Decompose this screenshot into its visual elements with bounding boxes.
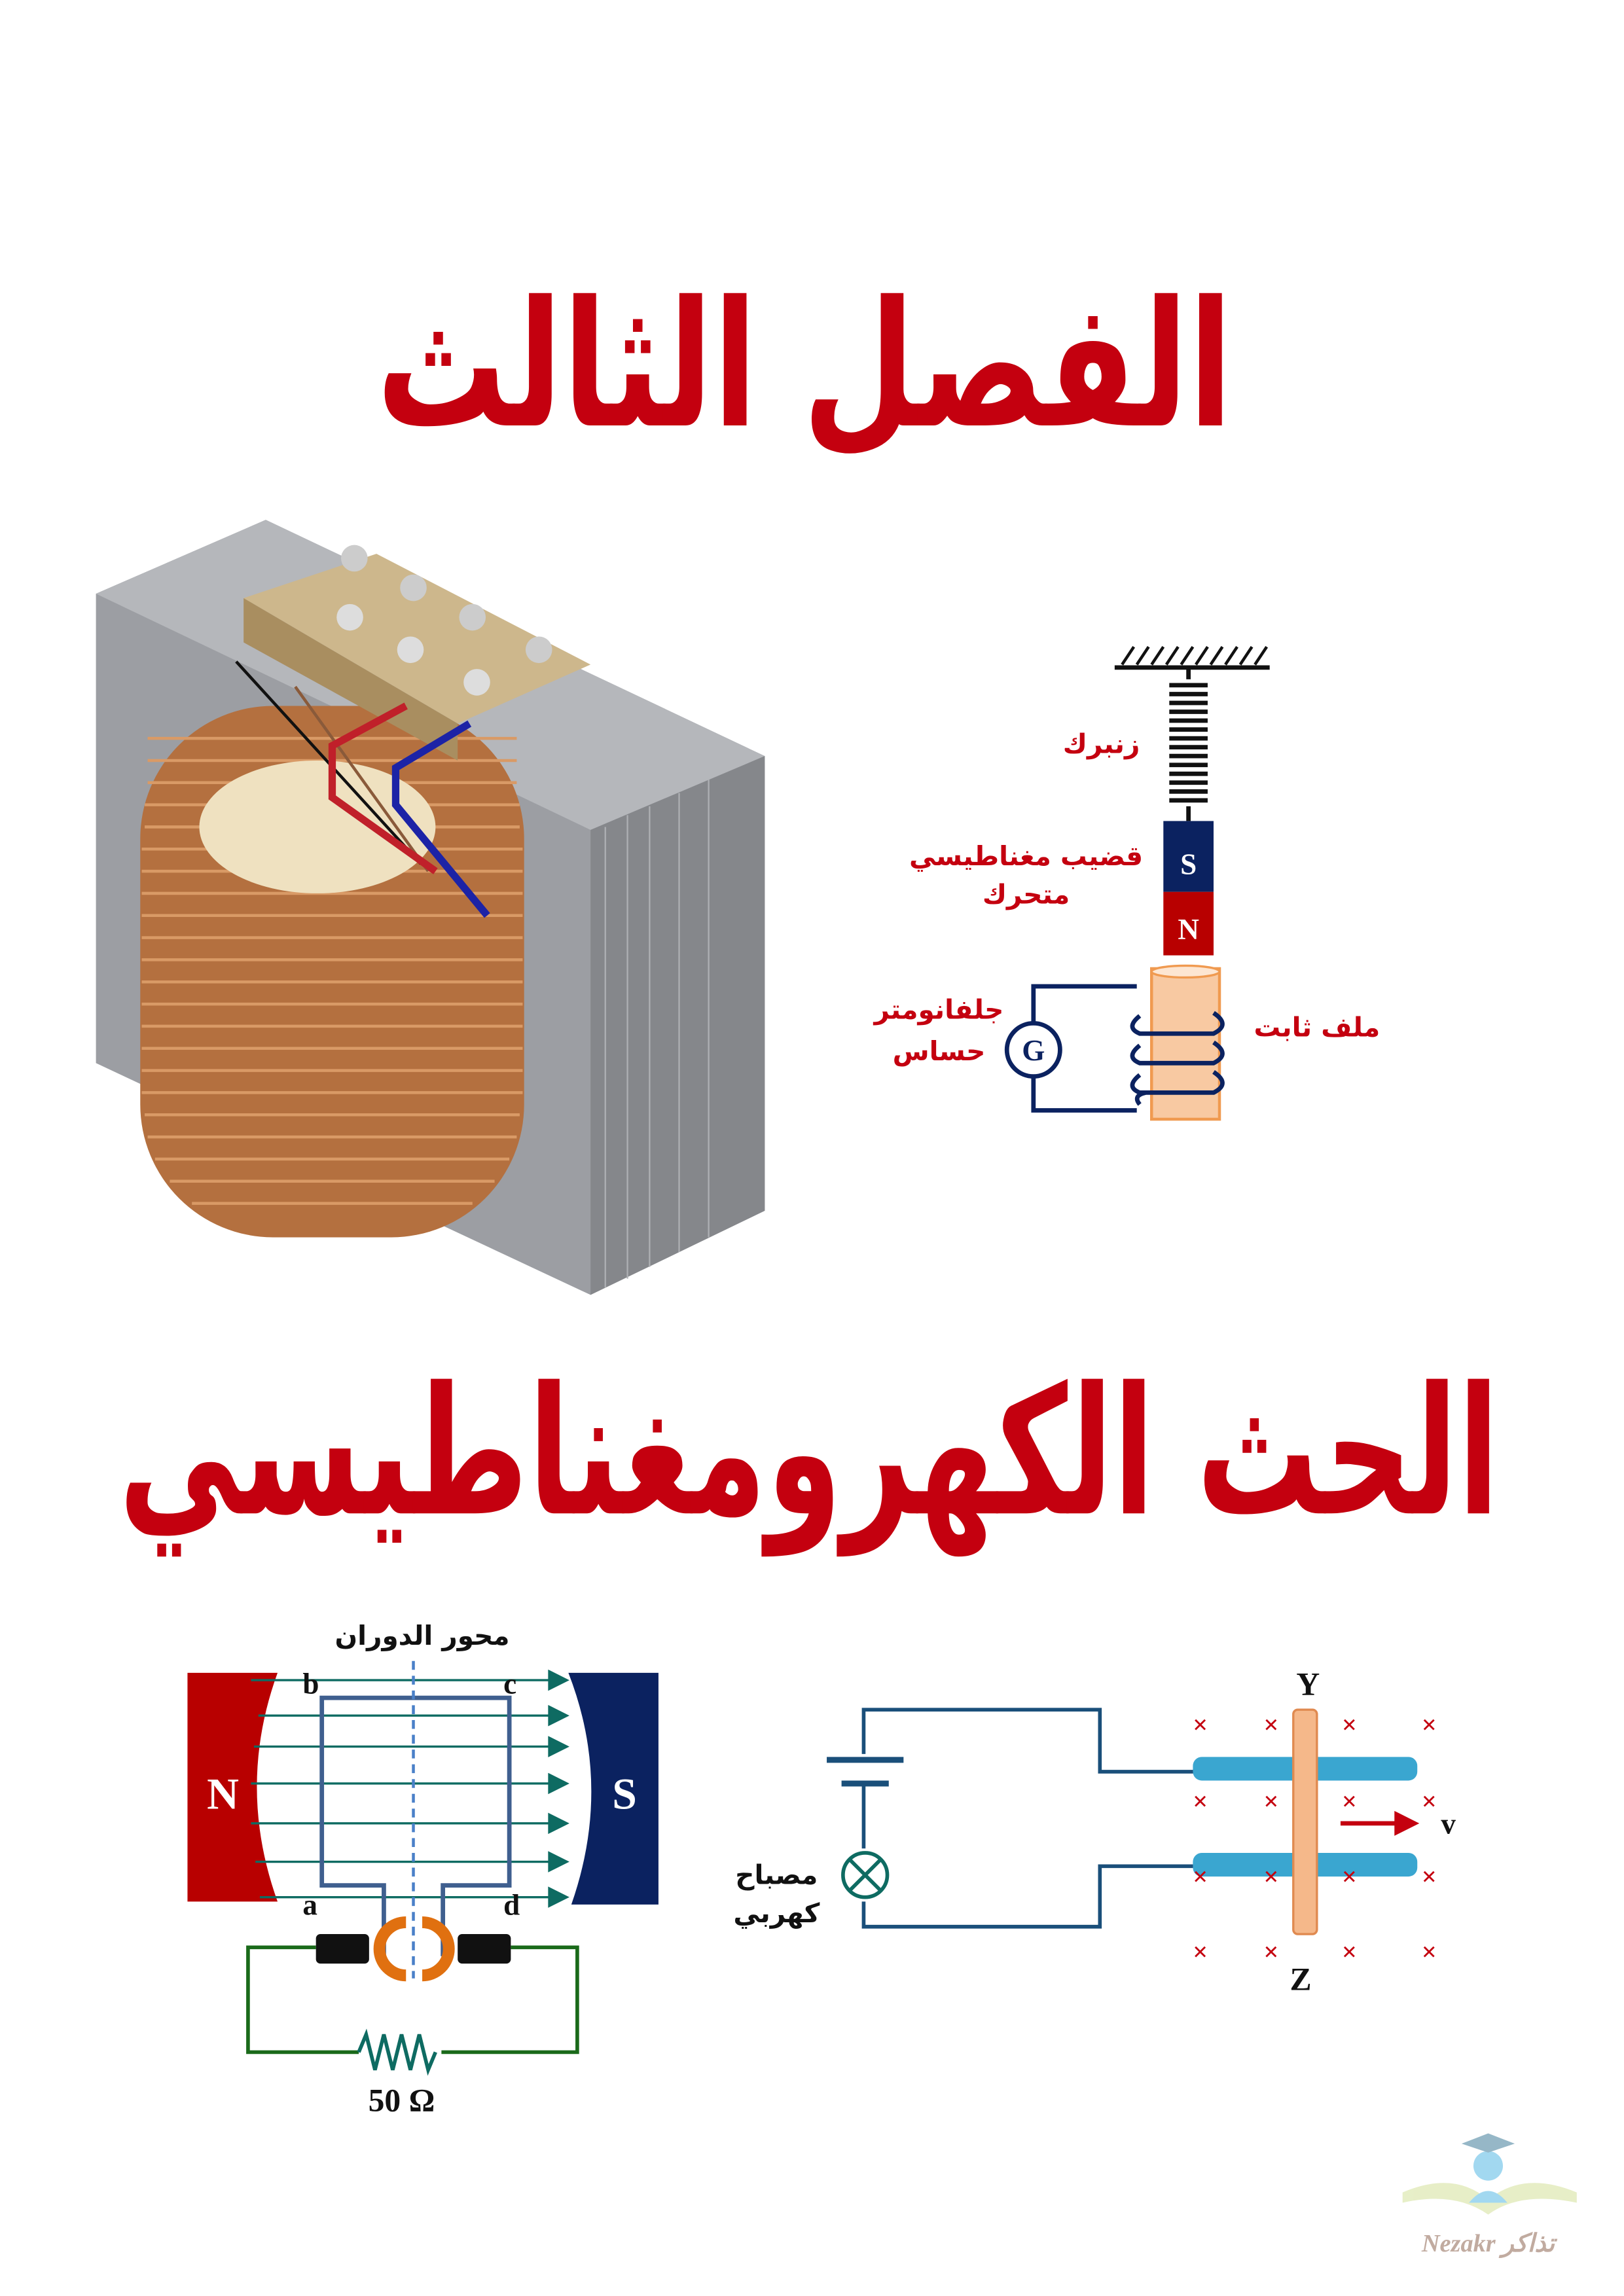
magnet-pole-n: N <box>207 1769 239 1818</box>
svg-text:×: × <box>1422 1862 1437 1892</box>
lamp-label-line2: كهربي <box>733 1897 820 1929</box>
magnetic-field-marks: × × × × × × × × × × × × × × × × <box>1193 1710 1437 1966</box>
slip-ring-right <box>422 1916 455 1982</box>
rod-end-top: Y <box>1296 1666 1320 1702</box>
spring-label: زنبرك <box>1063 728 1140 760</box>
svg-text:×: × <box>1422 1937 1437 1967</box>
rotation-axis-label: محور الدوران <box>335 1620 510 1651</box>
svg-text:×: × <box>1263 1862 1278 1892</box>
svg-text:×: × <box>1422 1787 1437 1816</box>
svg-text:×: × <box>1263 1710 1278 1739</box>
corner-a: a <box>302 1889 317 1922</box>
coil-label: ملف ثابت <box>1254 1012 1380 1043</box>
sliding-rod <box>1292 1708 1318 1935</box>
chapter-title: الفصل الثالث <box>376 264 1233 467</box>
magnet-label-line1: قضيب مغناطيسي <box>909 840 1143 872</box>
corner-c: c <box>503 1667 516 1700</box>
moving-rod-diagram: مصباح كهربي × × × × × × × × × × × × × × × × v Y Z <box>733 1666 1456 1998</box>
spring-icon <box>1169 667 1208 821</box>
brush-left <box>316 1934 369 1964</box>
svg-text:×: × <box>1193 1862 1208 1892</box>
velocity-label: v <box>1441 1808 1456 1840</box>
spring-magnet-diagram: S N G زنبرك قضيب مغناطيسي متحرك جلفانومت… <box>873 646 1380 1121</box>
svg-text:×: × <box>1263 1937 1278 1967</box>
lamp-label-line1: مصباح <box>735 1859 818 1890</box>
galvanometer-symbol: G <box>1022 1034 1045 1067</box>
nezakr-logo: Nezakr تذاكر <box>1402 2133 1577 2258</box>
corner-d: d <box>503 1889 520 1922</box>
slip-ring-left <box>373 1916 406 1982</box>
svg-text:×: × <box>1342 1862 1357 1892</box>
galvanometer-label-line1: جلفانومتر <box>873 994 1004 1026</box>
logo-text: Nezakr تذاكر <box>1421 2230 1558 2258</box>
svg-text:×: × <box>1193 1937 1208 1967</box>
magnet-pole-n: N <box>1178 913 1199 946</box>
magnet-pole-s: S <box>1180 848 1197 881</box>
svg-text:×: × <box>1263 1787 1278 1816</box>
svg-text:×: × <box>1193 1710 1208 1739</box>
resistor-icon <box>357 2028 437 2076</box>
brush-right <box>458 1934 511 1964</box>
svg-text:×: × <box>1193 1787 1208 1816</box>
rod-end-bottom: Z <box>1290 1962 1312 1998</box>
magnet-label-line2: متحرك <box>983 879 1070 910</box>
galvanometer-icon <box>1004 1021 1062 1079</box>
terminal-blocks <box>244 545 591 761</box>
magnetic-field-lines <box>251 1669 569 1908</box>
svg-text:×: × <box>1342 1710 1357 1739</box>
svg-text:×: × <box>1342 1787 1357 1816</box>
svg-text:×: × <box>1342 1937 1357 1967</box>
galvanometer-label-line2: حساس <box>893 1035 986 1067</box>
coil-loop <box>319 1695 512 1956</box>
transformer-illustration <box>96 520 765 1295</box>
generator-diagram: محور الدوران N S b c a d 50 Ω <box>187 1620 659 2119</box>
corner-b: b <box>302 1667 319 1700</box>
main-title: الحث الكهرومغناطيسي <box>119 1349 1500 1558</box>
magnet-pole-s: S <box>612 1769 637 1818</box>
velocity-arrow-icon <box>1340 1810 1420 1836</box>
svg-text:×: × <box>1422 1710 1437 1739</box>
resistance-value: 50 Ω <box>369 2083 435 2119</box>
